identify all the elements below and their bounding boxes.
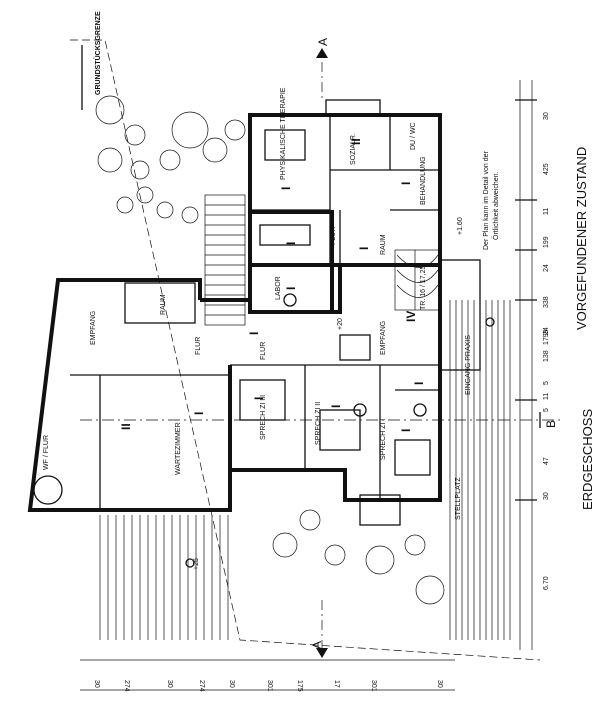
dim-right-5: 24	[543, 264, 550, 272]
dim-right-8: 138	[543, 350, 550, 362]
dim-bottom-10: 30	[436, 680, 443, 688]
stair-right	[394, 249, 441, 311]
dim-bottom-3: 30	[166, 680, 173, 688]
dim-bottom-5: 30	[228, 680, 235, 688]
label-sprech1: SPRECH ZI I	[380, 419, 387, 460]
terrace-hatch	[99, 515, 229, 640]
dim-right-1: 30	[543, 112, 550, 120]
label-sprech2: SPRECH ZI II	[315, 402, 322, 445]
dim-bottom-2: 274	[123, 680, 130, 692]
dim-bottom-8: 17	[333, 680, 340, 688]
roman-empfang: I	[412, 382, 426, 385]
level-terrace: +25	[193, 558, 200, 570]
dim-right-4: 199	[543, 236, 550, 248]
dim-bottom-7: 175	[296, 680, 303, 692]
dim-right-13: 30	[543, 492, 550, 500]
label-flur-upper: FLUR	[330, 227, 337, 245]
roman-physio: I	[279, 187, 293, 190]
title-state: VORGEFUNDENER ZUSTAND	[574, 147, 589, 330]
label-raum-left: RAUM	[160, 294, 167, 315]
label-stellplatz: STELLPLATZ	[455, 477, 462, 520]
section-line-a: A A	[310, 38, 330, 658]
dim-right-7: 24	[543, 327, 550, 335]
dim-bottom-9: 301	[370, 680, 377, 692]
plan-note: Der Plan kann im Detail von der Örtlichk…	[483, 151, 500, 250]
roman-flur-mid: I	[247, 332, 261, 335]
label-empfang-left: EMPFANG	[90, 311, 97, 345]
roman-stair: IV	[404, 311, 418, 322]
dim-right-10: 11	[543, 393, 550, 400]
level-markers: +1.60 +20 +25	[185, 217, 495, 570]
parking-hatch	[449, 300, 511, 640]
dimension-right: 30 425 11 199 24 338 24 138 5 11 5 47 30…	[515, 80, 550, 650]
dim-right-14: 6.70	[543, 576, 550, 590]
roman-sprech1: I	[399, 429, 413, 432]
section-a-top-arrow	[316, 48, 328, 58]
stair-left	[204, 194, 246, 326]
label-duwc: DU / WC	[410, 122, 417, 150]
dimension-bottom: 30 274 30 274 30 301 175 17 301 30	[80, 659, 455, 692]
roman-labor: I	[284, 287, 298, 290]
roman-behandlung: I	[399, 182, 413, 185]
note-line-1: Der Plan kann im Detail von der	[483, 151, 490, 250]
dim-right-3: 11	[543, 208, 550, 215]
room-numbers: I II I I I I I I II I I I IV I	[119, 138, 426, 432]
dim-bottom-6: 301	[266, 680, 273, 692]
dim-right-6: 338	[543, 296, 550, 308]
label-flur-mid: FLUR	[260, 342, 267, 360]
dim-right-9: 5	[543, 381, 550, 385]
label-sprech3: SPRECH ZI III	[260, 395, 267, 440]
roman-flur: I	[284, 242, 298, 245]
label-wf-flur: WF / FLUR	[43, 435, 50, 470]
dim-right-total: 1799	[543, 329, 550, 345]
dim-right-11: 5	[543, 408, 550, 412]
label-labor: LABOR	[275, 276, 282, 300]
furniture	[33, 129, 431, 505]
section-a-bottom-arrow	[316, 648, 328, 658]
label-physio: PHYSIKALISCHE THERAPIE	[280, 87, 287, 180]
label-sozialr: SOZIALR.	[350, 133, 357, 165]
roman-sprech3: I	[252, 397, 266, 400]
room-labels: PHYSIKALISCHE THERAPIE SOZIALR. DU / WC …	[43, 87, 472, 520]
roman-waiting-left: II	[119, 423, 133, 430]
label-wartezimmer: WARTEZIMMER	[175, 423, 182, 476]
property-boundary: GRUNDSTÜCKSGRENZE	[70, 11, 541, 661]
dim-bottom-1: 30	[93, 680, 100, 688]
garden-bushes	[95, 95, 445, 605]
label-empfang-center: EMPFANG	[380, 321, 387, 355]
title-floor: ERDGESCHOSS	[580, 409, 595, 510]
section-a-top-label: A	[316, 38, 330, 46]
roman-sozialr: II	[349, 138, 363, 145]
level-center: +20	[337, 318, 344, 330]
note-line-2: Örtlichkeit abweichen.	[492, 171, 500, 240]
dim-right-2: 425	[543, 163, 550, 175]
level-upper: +1.60	[457, 217, 464, 235]
label-stair: TR. 16 / 17,25	[420, 266, 427, 310]
label-eingang: EINGANG PRAXIS	[465, 335, 472, 395]
label-behandlung: BEHANDLUNG	[420, 156, 427, 205]
label-flur-center: FLUR	[195, 337, 202, 355]
dim-bottom-4: 274	[198, 680, 205, 692]
label-raum-right: RAUM	[380, 234, 387, 255]
dim-right-12: 47	[543, 457, 550, 465]
roman-sprech2: I	[329, 405, 343, 408]
property-boundary-label: GRUNDSTÜCKSGRENZE	[93, 11, 102, 95]
section-b-label: B	[544, 420, 558, 428]
roman-raum: I	[357, 247, 371, 250]
roman-wartezimmer: I	[192, 412, 206, 415]
